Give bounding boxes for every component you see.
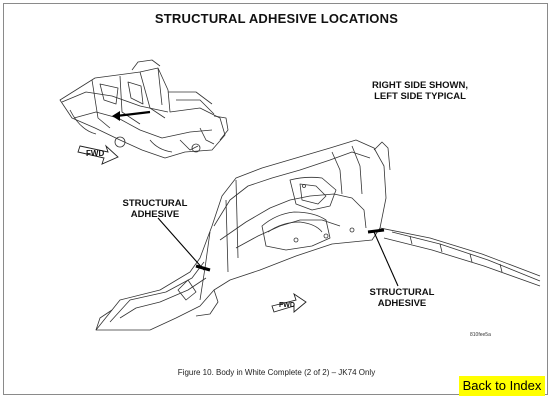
callout-left-leader: [157, 217, 205, 271]
side-note: RIGHT SIDE SHOWN, LEFT SIDE TYPICAL: [360, 80, 480, 102]
body-in-white-overview: [59, 59, 229, 159]
overview-arrow-head: [112, 111, 120, 121]
callout-left-line2: ADHESIVE: [130, 209, 180, 220]
callout-right-line2: ADHESIVE: [377, 298, 427, 309]
fwd-arrow-bottom: FWD: [271, 292, 307, 313]
adhesive-bead-left: [195, 264, 211, 272]
adhesive-bead-right: [367, 228, 385, 234]
callout-right: STRUCTURAL ADHESIVE: [356, 287, 448, 309]
fwd-label-top: FWD: [86, 149, 104, 158]
figure-frame: [3, 3, 548, 395]
figure-caption: Figure 10. Body in White Complete (2 of …: [177, 368, 376, 377]
callout-left: STRUCTURAL ADHESIVE: [110, 198, 200, 220]
figure-id: 810fee5a: [470, 332, 491, 338]
page-title: STRUCTURAL ADHESIVE LOCATIONS: [154, 11, 399, 26]
callout-left-line1: STRUCTURAL: [122, 198, 188, 209]
side-note-line1: RIGHT SIDE SHOWN,: [371, 80, 469, 91]
fwd-label-bottom: FWD: [279, 302, 295, 309]
fwd-arrow-top: FWD: [77, 144, 119, 165]
overview-arrow: [115, 110, 151, 118]
callout-right-leader: [373, 231, 399, 287]
callout-right-line1: STRUCTURAL: [369, 287, 435, 298]
side-note-line2: LEFT SIDE TYPICAL: [374, 91, 466, 102]
body-side-detail: [95, 139, 541, 331]
back-to-index-button[interactable]: Back to Index: [459, 376, 545, 396]
